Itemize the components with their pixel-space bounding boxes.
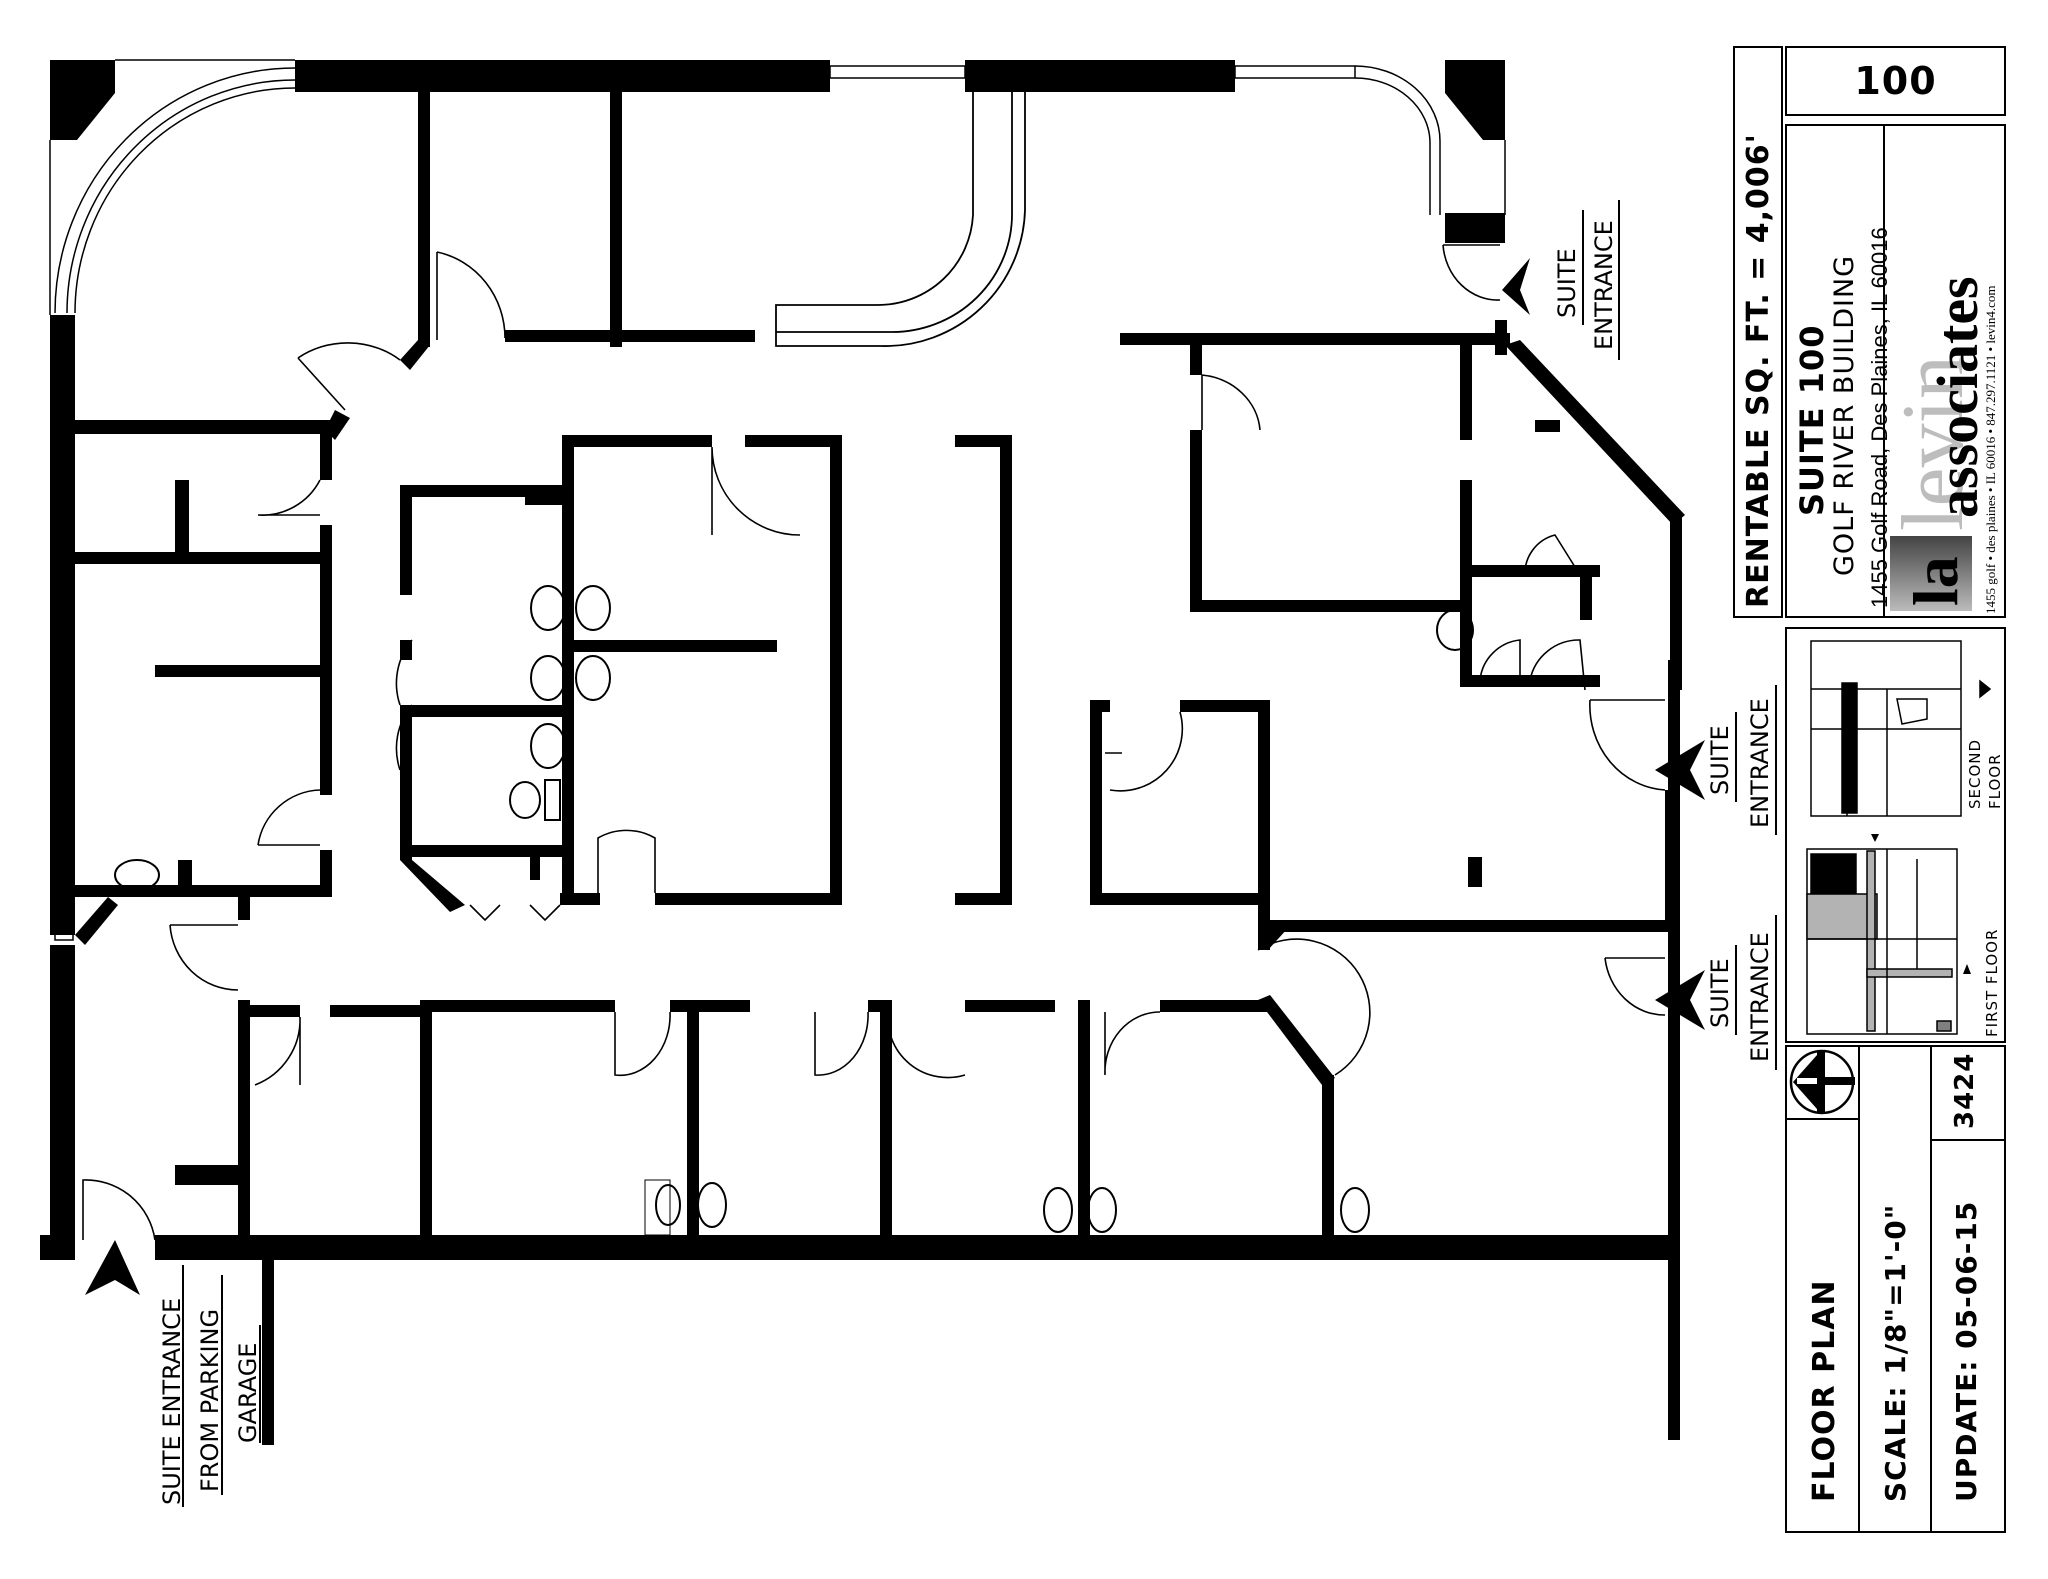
logo-panel: la levin associates 1455 golf • des plai… xyxy=(1883,126,2006,616)
rentable-area-box: RENTABLE SQ. FT. = 4,006' xyxy=(1733,46,1783,618)
fixtures xyxy=(114,585,1474,1236)
arrow-icon xyxy=(1871,834,1879,842)
entrance-right-lower-line2: ENTRANCE xyxy=(1746,932,1774,1062)
entrance-labels: SUITE ENTRANCE SUITE ENTRANCE SUITE ENTR… xyxy=(158,200,1777,1507)
arrow-icon xyxy=(1655,970,1705,1030)
key-plan-first-floor-label: FIRST FLOOR xyxy=(1983,928,2001,1037)
key-plan xyxy=(1806,640,1992,1035)
reception-desk xyxy=(775,92,1026,347)
building-name: GOLF RIVER BUILDING xyxy=(1829,254,1860,576)
project-info-box: SUITE 100 GOLF RIVER BUILDING 1455 Golf … xyxy=(1785,124,2006,618)
rentable-area-text: RENTABLE SQ. FT. = 4,006' xyxy=(1741,133,1776,608)
windows xyxy=(49,59,1506,941)
entrance-parking-line2: FROM PARKING xyxy=(196,1309,224,1492)
north-arrow-cell xyxy=(1787,1047,1860,1120)
logo-mark xyxy=(1890,536,1972,611)
update-date: UPDATE: 05-06-15 xyxy=(1950,1200,1983,1502)
walls xyxy=(40,60,1685,1445)
scale-text: SCALE: 1/8"=1'-0" xyxy=(1879,1203,1912,1502)
arrow-icon xyxy=(1502,258,1530,315)
entrance-parking-line3: GARAGE xyxy=(234,1343,262,1443)
drawing-number: 3424 xyxy=(1950,1052,1980,1129)
entrance-parking-line1: SUITE ENTRANCE xyxy=(158,1298,186,1505)
entrance-right-upper-line1: SUITE xyxy=(1706,725,1734,795)
entrance-arrows xyxy=(85,258,1705,1295)
arrow-icon xyxy=(85,1240,140,1295)
key-plan-box: SECOND FLOOR FIRST FLOOR xyxy=(1785,627,2006,1043)
arrow-icon xyxy=(1963,964,1971,974)
logo-mark-text: la xyxy=(1900,556,1971,606)
key-plan-first-floor xyxy=(1806,848,1958,1035)
suite-title: SUITE 100 xyxy=(1793,324,1831,516)
entrance-top-right-line1: SUITE xyxy=(1553,248,1581,318)
sheet-info-box: FLOOR PLAN SCALE: 1/8"=1'-0" 3424 UPDATE… xyxy=(1785,1045,2006,1533)
key-plan-second-floor xyxy=(1810,640,1992,817)
suite-number-text: 100 xyxy=(1854,59,1937,103)
sheet-title: FLOOR PLAN xyxy=(1807,1279,1842,1502)
entrance-right-lower-line1: SUITE xyxy=(1706,958,1734,1028)
door-swings xyxy=(82,244,1666,1241)
logo-tagline: 1455 golf • des plaines • IL 60016 • 847… xyxy=(1983,285,1998,614)
arrow-icon xyxy=(1655,740,1705,800)
logo-word-black: associates xyxy=(1925,276,1990,518)
entrance-top-right-line2: ENTRANCE xyxy=(1590,220,1618,350)
suite-number-box: 100 xyxy=(1785,46,2006,116)
key-plan-second-floor-label: SECOND FLOOR xyxy=(1966,738,2004,809)
north-arrow-icon xyxy=(1789,1049,1855,1115)
entrance-right-upper-line2: ENTRANCE xyxy=(1746,698,1774,828)
